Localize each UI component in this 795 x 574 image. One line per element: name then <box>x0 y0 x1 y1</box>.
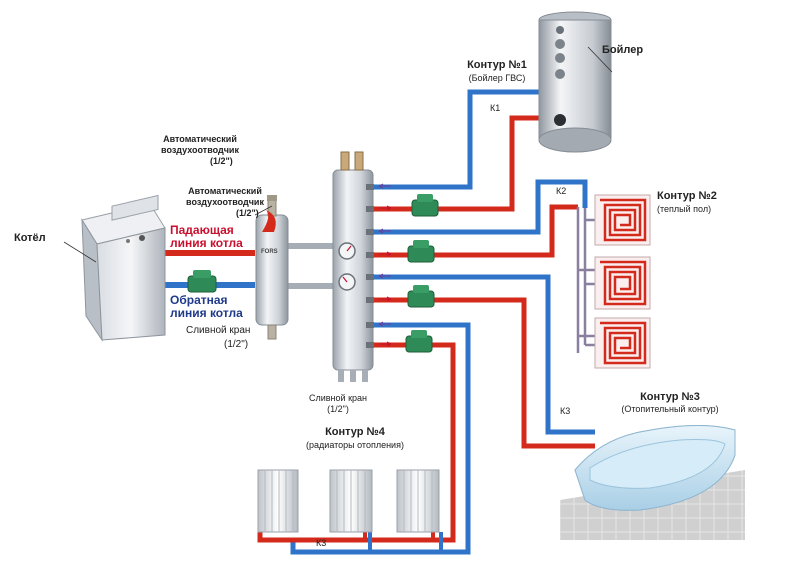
distribution-manifold <box>332 151 374 382</box>
separator-drain-label-1: Сливной кран <box>186 325 251 336</box>
c2-floor-collectors <box>576 207 596 353</box>
arrow-icon <box>379 205 392 211</box>
c3-subtitle: (Отопительный контур) <box>621 404 719 414</box>
manifold-air-vent-right <box>354 151 364 171</box>
air-vent-second-label-3: (1/2") <box>236 208 259 218</box>
air-vent-leader-line <box>254 205 273 216</box>
manifold-drain-label-1: Сливной кран <box>309 393 367 403</box>
c2-subtitle: (теплый пол) <box>657 204 712 214</box>
c4-return-branches <box>368 532 443 552</box>
boiler-control-panel <box>111 194 159 221</box>
c2-supply-pipe <box>372 204 578 258</box>
tank-leader-line <box>587 46 613 73</box>
flow-arrows <box>378 183 392 347</box>
c1-supply-pipe <box>372 115 545 212</box>
boiler-label: Котёл <box>14 232 46 244</box>
radiator-3-icon <box>396 469 440 533</box>
c1-title: Контур №1 <box>467 59 527 71</box>
arrow-icon <box>379 296 392 302</box>
leader-lines <box>63 46 613 263</box>
boiler-leader-line <box>63 241 97 263</box>
manifold-drain-valve-1 <box>338 370 344 382</box>
c4-subtitle: (радиаторы отопления) <box>306 440 404 450</box>
c2-pipe-tag: К2 <box>556 186 567 196</box>
c4-title: Контур №4 <box>325 426 385 438</box>
bathtub <box>560 425 745 540</box>
manifold-drain-valve-2 <box>350 370 356 382</box>
radiators <box>257 469 440 533</box>
c1-pipe-tag: К1 <box>490 103 501 113</box>
arrow-icon <box>378 183 391 189</box>
floor-loop-1-icon <box>594 194 651 246</box>
manifold-air-vent-left <box>340 151 350 171</box>
pump-c1-icon <box>411 194 439 217</box>
gas-boiler <box>81 194 166 342</box>
separator-link-pipe-top <box>285 243 335 249</box>
floor-loop-2-icon <box>594 256 651 310</box>
pump-c4-icon <box>405 330 433 353</box>
hot-water-tank <box>538 11 612 153</box>
separator-drain-valve <box>267 324 277 340</box>
flame-icon <box>262 210 276 232</box>
return-line-label-1: Обратная <box>170 293 228 307</box>
supply-line-label-2: линия котла <box>170 236 243 250</box>
c1-subtitle: (Бойлер ГВС) <box>468 73 526 83</box>
arrow-icon <box>378 228 391 234</box>
circuit-2-pipes <box>372 179 596 353</box>
c1-return-pipe <box>372 89 545 190</box>
floor-heating-loops <box>594 194 651 369</box>
circuit-3-pipes <box>372 274 595 449</box>
pump-boiler-return-icon <box>187 270 217 293</box>
pumps <box>187 194 439 353</box>
air-vent-second-label-1: Автоматический <box>188 186 262 196</box>
arrow-icon <box>378 321 391 327</box>
supply-line-label-1: Падающая <box>170 223 234 237</box>
c2-return-pipe <box>372 179 588 235</box>
manifold-drain-label-2: (1/2") <box>327 404 349 414</box>
c4-return-pipe <box>290 322 471 555</box>
arrow-icon <box>378 273 391 279</box>
boiler-supply-pipe <box>160 250 255 256</box>
c3-supply-pipe <box>372 297 595 449</box>
c3-title: Контур №3 <box>640 391 700 403</box>
air-vent-top-label-1: Автоматический <box>163 134 237 144</box>
air-vent-top-label-3: (1/2") <box>210 156 233 166</box>
radiator-1-icon <box>257 469 299 533</box>
c3-pipe-tag: К3 <box>560 406 571 416</box>
c3-return-pipe <box>372 274 595 435</box>
pump-c2-icon <box>407 240 435 263</box>
tank-label: Бойлер <box>602 44 644 56</box>
return-line-label-2: линия котла <box>170 306 243 320</box>
arrow-icon <box>379 251 392 257</box>
air-vent-top-label-2: воздухоотводчик <box>161 145 239 155</box>
separator-brand-label: FORS <box>261 249 278 255</box>
hydraulic-separator <box>255 195 289 340</box>
pump-c3-icon <box>407 285 435 308</box>
c2-title: Контур №2 <box>657 190 717 202</box>
radiator-2-icon <box>329 469 373 533</box>
circuit-1-pipes <box>372 89 545 212</box>
air-vent-second-label-2: воздухоотводчик <box>186 197 264 207</box>
c4-pipe-tag: К3 <box>316 538 327 548</box>
separator-link-pipe-bottom <box>285 283 335 289</box>
separator-drain-label-2: (1/2") <box>224 339 249 350</box>
manifold-drain-valve-3 <box>362 370 368 382</box>
floor-loop-3-icon <box>594 317 651 369</box>
arrow-icon <box>379 341 392 347</box>
